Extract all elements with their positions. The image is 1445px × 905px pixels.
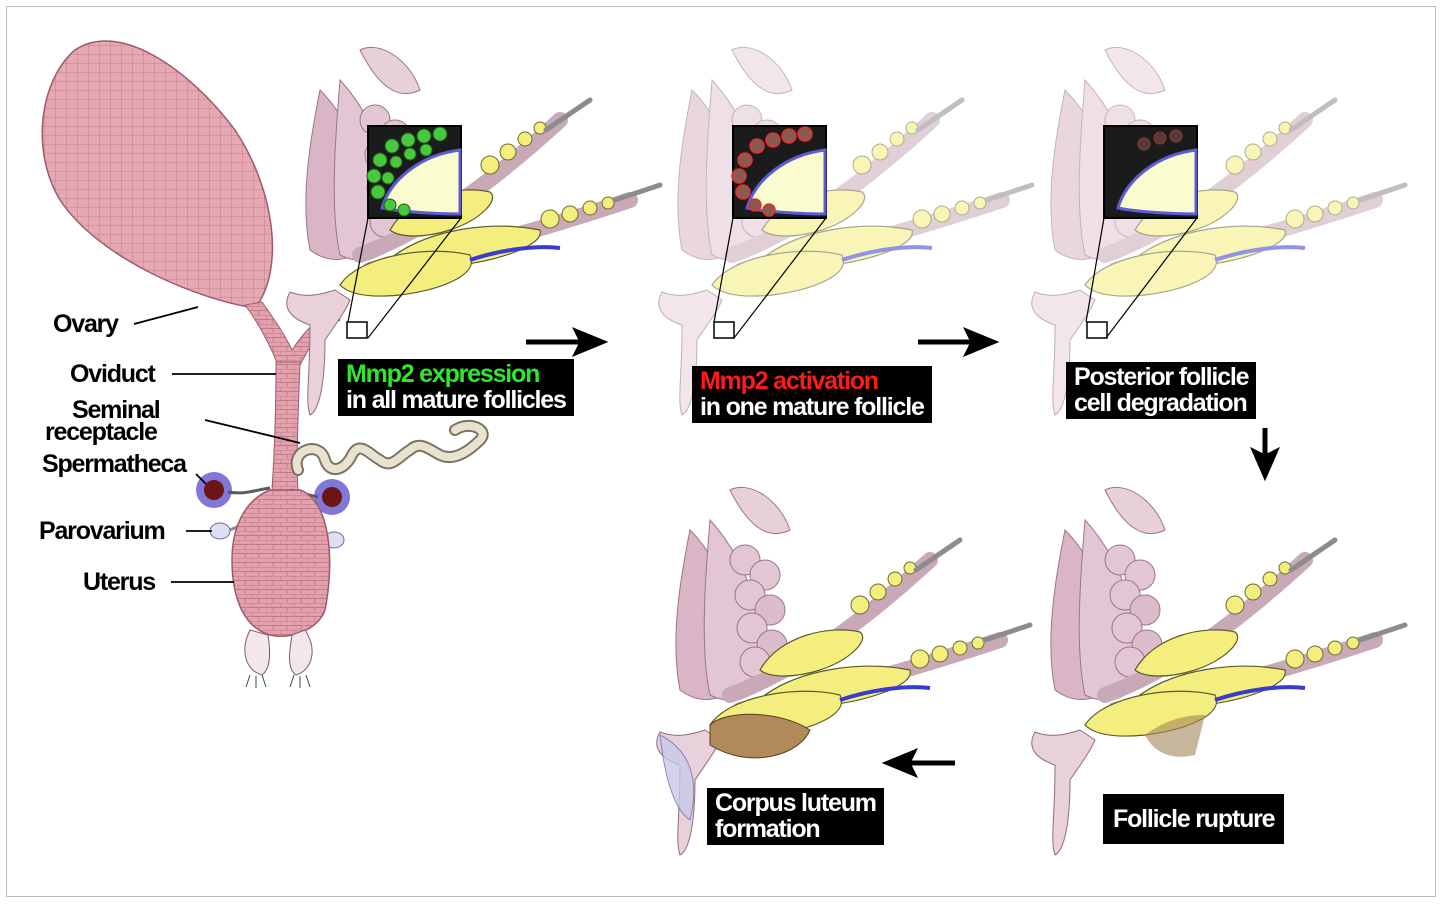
step-mmp2-expression-title: Mmp2 expression — [346, 361, 566, 387]
step-corpus-line2: formation — [715, 816, 876, 842]
label-spermatheca: Spermatheca — [42, 452, 186, 476]
step-rupture-line1: Follicle rupture — [1113, 806, 1274, 832]
step-corpus-luteum: Corpus luteum formation — [707, 788, 884, 845]
step-posterior-line1: Posterior follicle — [1074, 364, 1248, 390]
step-posterior-degradation: Posterior follicle cell degradation — [1066, 362, 1256, 419]
figure-border — [6, 6, 1436, 897]
label-ovary: Ovary — [53, 312, 118, 336]
label-seminal-receptacle-2: receptacle — [45, 420, 157, 444]
step-follicle-rupture: Follicle rupture — [1103, 794, 1284, 844]
label-parovarium: Parovarium — [39, 519, 165, 543]
step-mmp2-expression-sub: in all mature follicles — [346, 387, 566, 413]
step-mmp2-activation-title: Mmp2 activation — [700, 368, 924, 394]
step-mmp2-expression: Mmp2 expression in all mature follicles — [338, 359, 574, 416]
label-uterus: Uterus — [83, 570, 155, 594]
step-mmp2-activation-sub: in one mature follicle — [700, 394, 924, 420]
label-oviduct: Oviduct — [70, 362, 155, 386]
step-corpus-line1: Corpus luteum — [715, 790, 876, 816]
step-mmp2-activation: Mmp2 activation in one mature follicle — [692, 366, 932, 423]
step-posterior-line2: cell degradation — [1074, 390, 1248, 416]
